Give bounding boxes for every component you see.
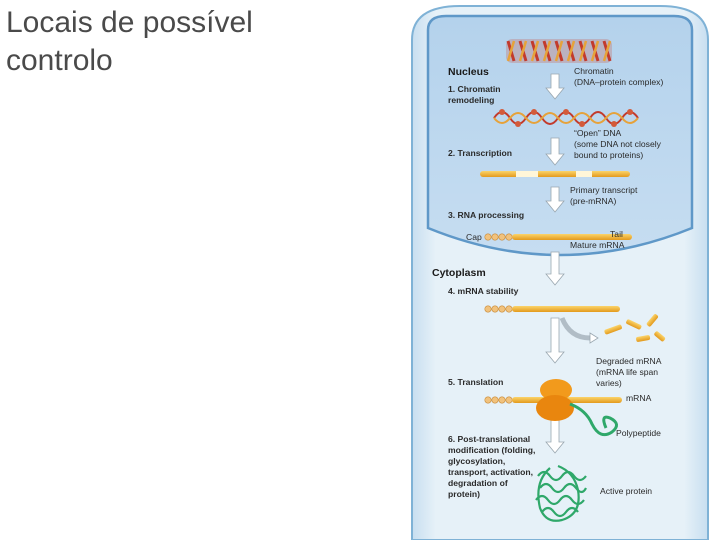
ribosome [536,379,574,421]
polypeptide-chain [569,402,618,437]
step-3-label: 3. RNA processing [448,210,524,220]
polypeptide-label: Polypeptide [616,428,661,438]
step-2-label: 2. Transcription [448,148,512,158]
chromatin-label: Chromatin (DNA–protein complex) [574,66,663,87]
nucleus-compartment [426,14,694,257]
tail-label: Tail [610,229,623,239]
mrna-label: mRNA [626,393,652,403]
primary-transcript-label: Primary transcript (pre-mRNA) [570,185,640,206]
mrna-cytoplasm [484,305,620,313]
arrow-4 [545,251,565,286]
gene-regulation-diagram: Nucleus Cytoplasm 1. Chromatin remodelin… [411,5,709,540]
active-protein [535,464,587,522]
step-6-label: 6. Post-translational modification (fold… [448,434,538,499]
mature-mrna-label: Mature mRNA [570,240,625,250]
arrow-3 [545,186,565,213]
degradation-branch-arrow [559,316,591,341]
step-1-label: 1. Chromatin remodeling [448,84,503,105]
arrow-1 [545,73,565,100]
degraded-mrna-label: Degraded mRNA (mRNA life span varies) [596,356,663,388]
degraded-mrna-fragments [604,314,666,342]
mature-mrna [484,233,632,241]
primary-transcript [480,171,630,177]
arrow-2 [545,137,565,166]
slide-title-line-2: controlo [6,44,113,77]
chromatin-coil [506,39,612,63]
step-4-label: 4. mRNA stability [448,286,519,296]
slide-title-line-1: Locais de possível [6,6,253,39]
open-dna-strand [493,109,639,127]
active-protein-label: Active protein [600,486,652,496]
arrow-6 [545,417,565,454]
nucleus-label: Nucleus [448,66,489,78]
cap-label: Cap [466,232,482,242]
open-dna-label: “Open” DNA (some DNA not closely bound t… [574,128,663,160]
step-5-label: 5. Translation [448,377,503,387]
arrow-5 [545,317,565,364]
cytoplasm-label: Cytoplasm [432,267,486,279]
slide-title: Locais de possível controlo [6,4,253,80]
